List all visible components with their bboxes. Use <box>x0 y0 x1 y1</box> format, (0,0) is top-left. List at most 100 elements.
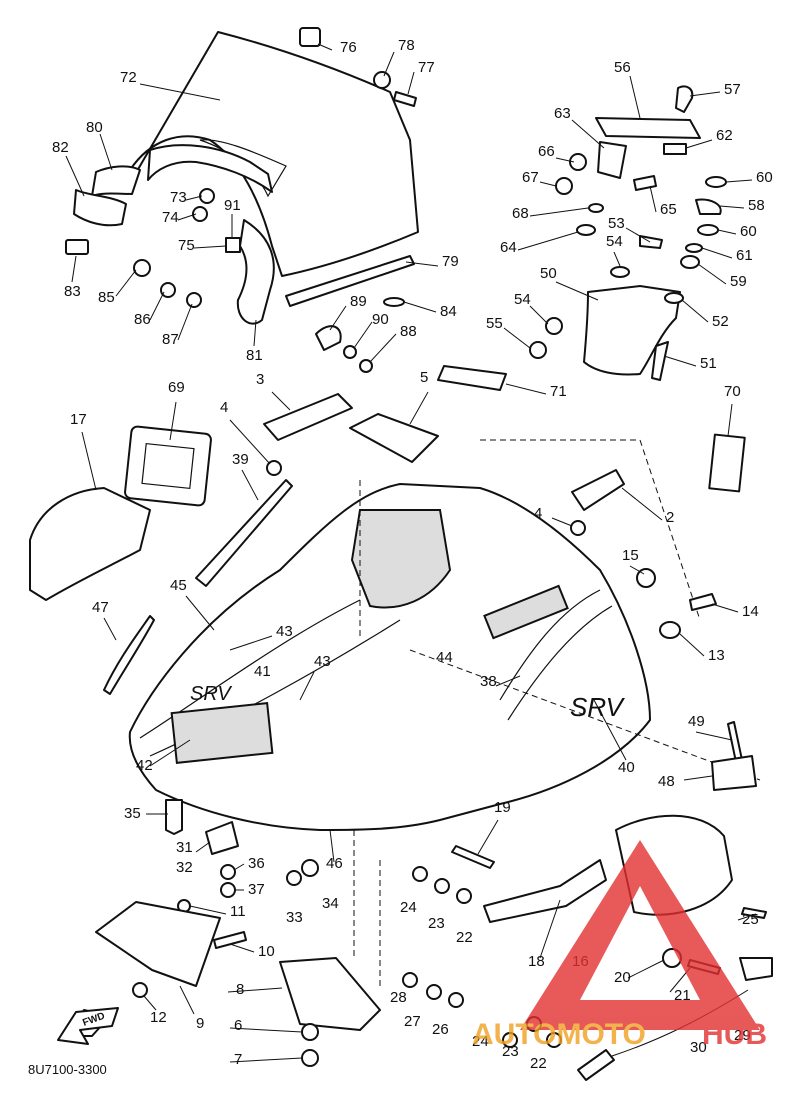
callout-2: 2 <box>666 509 674 526</box>
callout-68: 68 <box>512 205 529 222</box>
side-parts <box>29 365 757 791</box>
watermark-text-1: AUTOMOTO <box>472 1018 646 1051</box>
vent-frame <box>124 425 212 507</box>
windshield-frame <box>147 144 273 193</box>
callout-45: 45 <box>170 577 187 594</box>
callout-25: 25 <box>742 911 759 928</box>
callout-17: 17 <box>70 411 87 428</box>
callout-59: 59 <box>730 273 747 290</box>
callout-9: 9 <box>196 1015 204 1032</box>
watermark-logo-icon <box>520 840 760 1030</box>
callout-83: 83 <box>64 283 81 300</box>
callout-60: 60 <box>756 169 773 186</box>
duct-8 <box>279 957 381 1031</box>
callout-11: 11 <box>230 903 246 920</box>
callout-91: 91 <box>224 197 241 214</box>
callout-63: 63 <box>554 105 571 122</box>
callout-79: 79 <box>442 253 459 270</box>
callout-33: 33 <box>286 909 303 926</box>
callout-82: 82 <box>52 139 69 156</box>
intake-duct <box>583 285 681 376</box>
callout-89: 89 <box>350 293 367 310</box>
callout-28: 28 <box>390 989 407 1006</box>
callout-15: 15 <box>622 547 639 564</box>
callout-73: 73 <box>170 189 187 206</box>
callout-23b: 23 <box>502 1043 519 1060</box>
windshield-trim <box>285 255 415 307</box>
callout-75: 75 <box>178 237 195 254</box>
grille-lower <box>95 901 221 987</box>
callout-23: 23 <box>428 915 445 932</box>
watermark-text-2: HUB <box>702 1018 767 1051</box>
callout-24b: 24 <box>472 1033 489 1050</box>
callout-35: 35 <box>124 805 141 822</box>
callout-31: 31 <box>176 839 193 856</box>
grille-2 <box>571 469 625 511</box>
callout-39: 39 <box>232 451 249 468</box>
callout-52: 52 <box>712 313 729 330</box>
callout-22: 22 <box>456 929 473 946</box>
diagram-code: 8U7100-3300 <box>28 1062 107 1077</box>
callout-49: 49 <box>688 713 705 730</box>
callout-61: 61 <box>736 247 753 264</box>
callout-69: 69 <box>168 379 185 396</box>
callout-55: 55 <box>486 315 503 332</box>
callout-8: 8 <box>236 981 244 998</box>
callout-43b: 43 <box>314 653 331 670</box>
hood: SRV SRV <box>128 439 761 990</box>
callout-65: 65 <box>660 201 677 218</box>
callout-66: 66 <box>538 143 555 160</box>
callout-21: 21 <box>674 987 691 1004</box>
callout-38: 38 <box>480 673 497 690</box>
grille-5 <box>349 413 439 463</box>
callout-42: 42 <box>136 757 153 774</box>
side-vent <box>483 584 569 640</box>
callout-62: 62 <box>716 127 733 144</box>
callout-4b: 4 <box>534 505 542 522</box>
watermark: AUTOMOTO HUB <box>472 840 767 1051</box>
callout-3: 3 <box>256 371 264 388</box>
callout-67: 67 <box>522 169 539 186</box>
callout-57: 57 <box>724 81 741 98</box>
callout-74: 74 <box>162 209 179 226</box>
callout-37: 37 <box>248 881 265 898</box>
intake-bracket <box>595 117 701 139</box>
callout-32: 32 <box>176 859 193 876</box>
callout-86: 86 <box>134 311 151 328</box>
callout-54: 54 <box>606 233 623 250</box>
callout-12: 12 <box>150 1009 167 1026</box>
callout-6: 6 <box>234 1017 242 1034</box>
callout-30: 30 <box>690 1039 707 1056</box>
callout-71: 71 <box>550 383 567 400</box>
callout-43: 43 <box>276 623 293 640</box>
callout-7: 7 <box>234 1051 242 1068</box>
intake-assembly <box>529 85 727 381</box>
callout-53: 53 <box>608 215 625 232</box>
callout-10: 10 <box>258 943 275 960</box>
callout-64: 64 <box>500 239 517 256</box>
callout-4: 4 <box>220 399 228 416</box>
callout-36: 36 <box>248 855 265 872</box>
front-vent <box>170 702 274 764</box>
callout-70: 70 <box>724 383 741 400</box>
grille-3 <box>263 393 353 441</box>
callout-48: 48 <box>658 773 675 790</box>
callout-46: 46 <box>326 855 343 872</box>
callout-78: 78 <box>398 37 415 54</box>
callout-72: 72 <box>120 69 137 86</box>
callout-18: 18 <box>528 953 545 970</box>
callout-41: 41 <box>254 663 271 680</box>
callout-50: 50 <box>540 265 557 282</box>
callout-81: 81 <box>246 347 263 364</box>
hood-opening <box>350 509 452 609</box>
callout-77: 77 <box>418 59 435 76</box>
callout-58: 58 <box>748 197 765 214</box>
hood-logo: SRV <box>190 683 232 705</box>
callout-88: 88 <box>400 323 417 340</box>
callout-76: 76 <box>340 39 357 56</box>
callout-19: 19 <box>494 799 511 816</box>
hood-stripe <box>499 589 601 701</box>
callout-40: 40 <box>618 759 635 776</box>
